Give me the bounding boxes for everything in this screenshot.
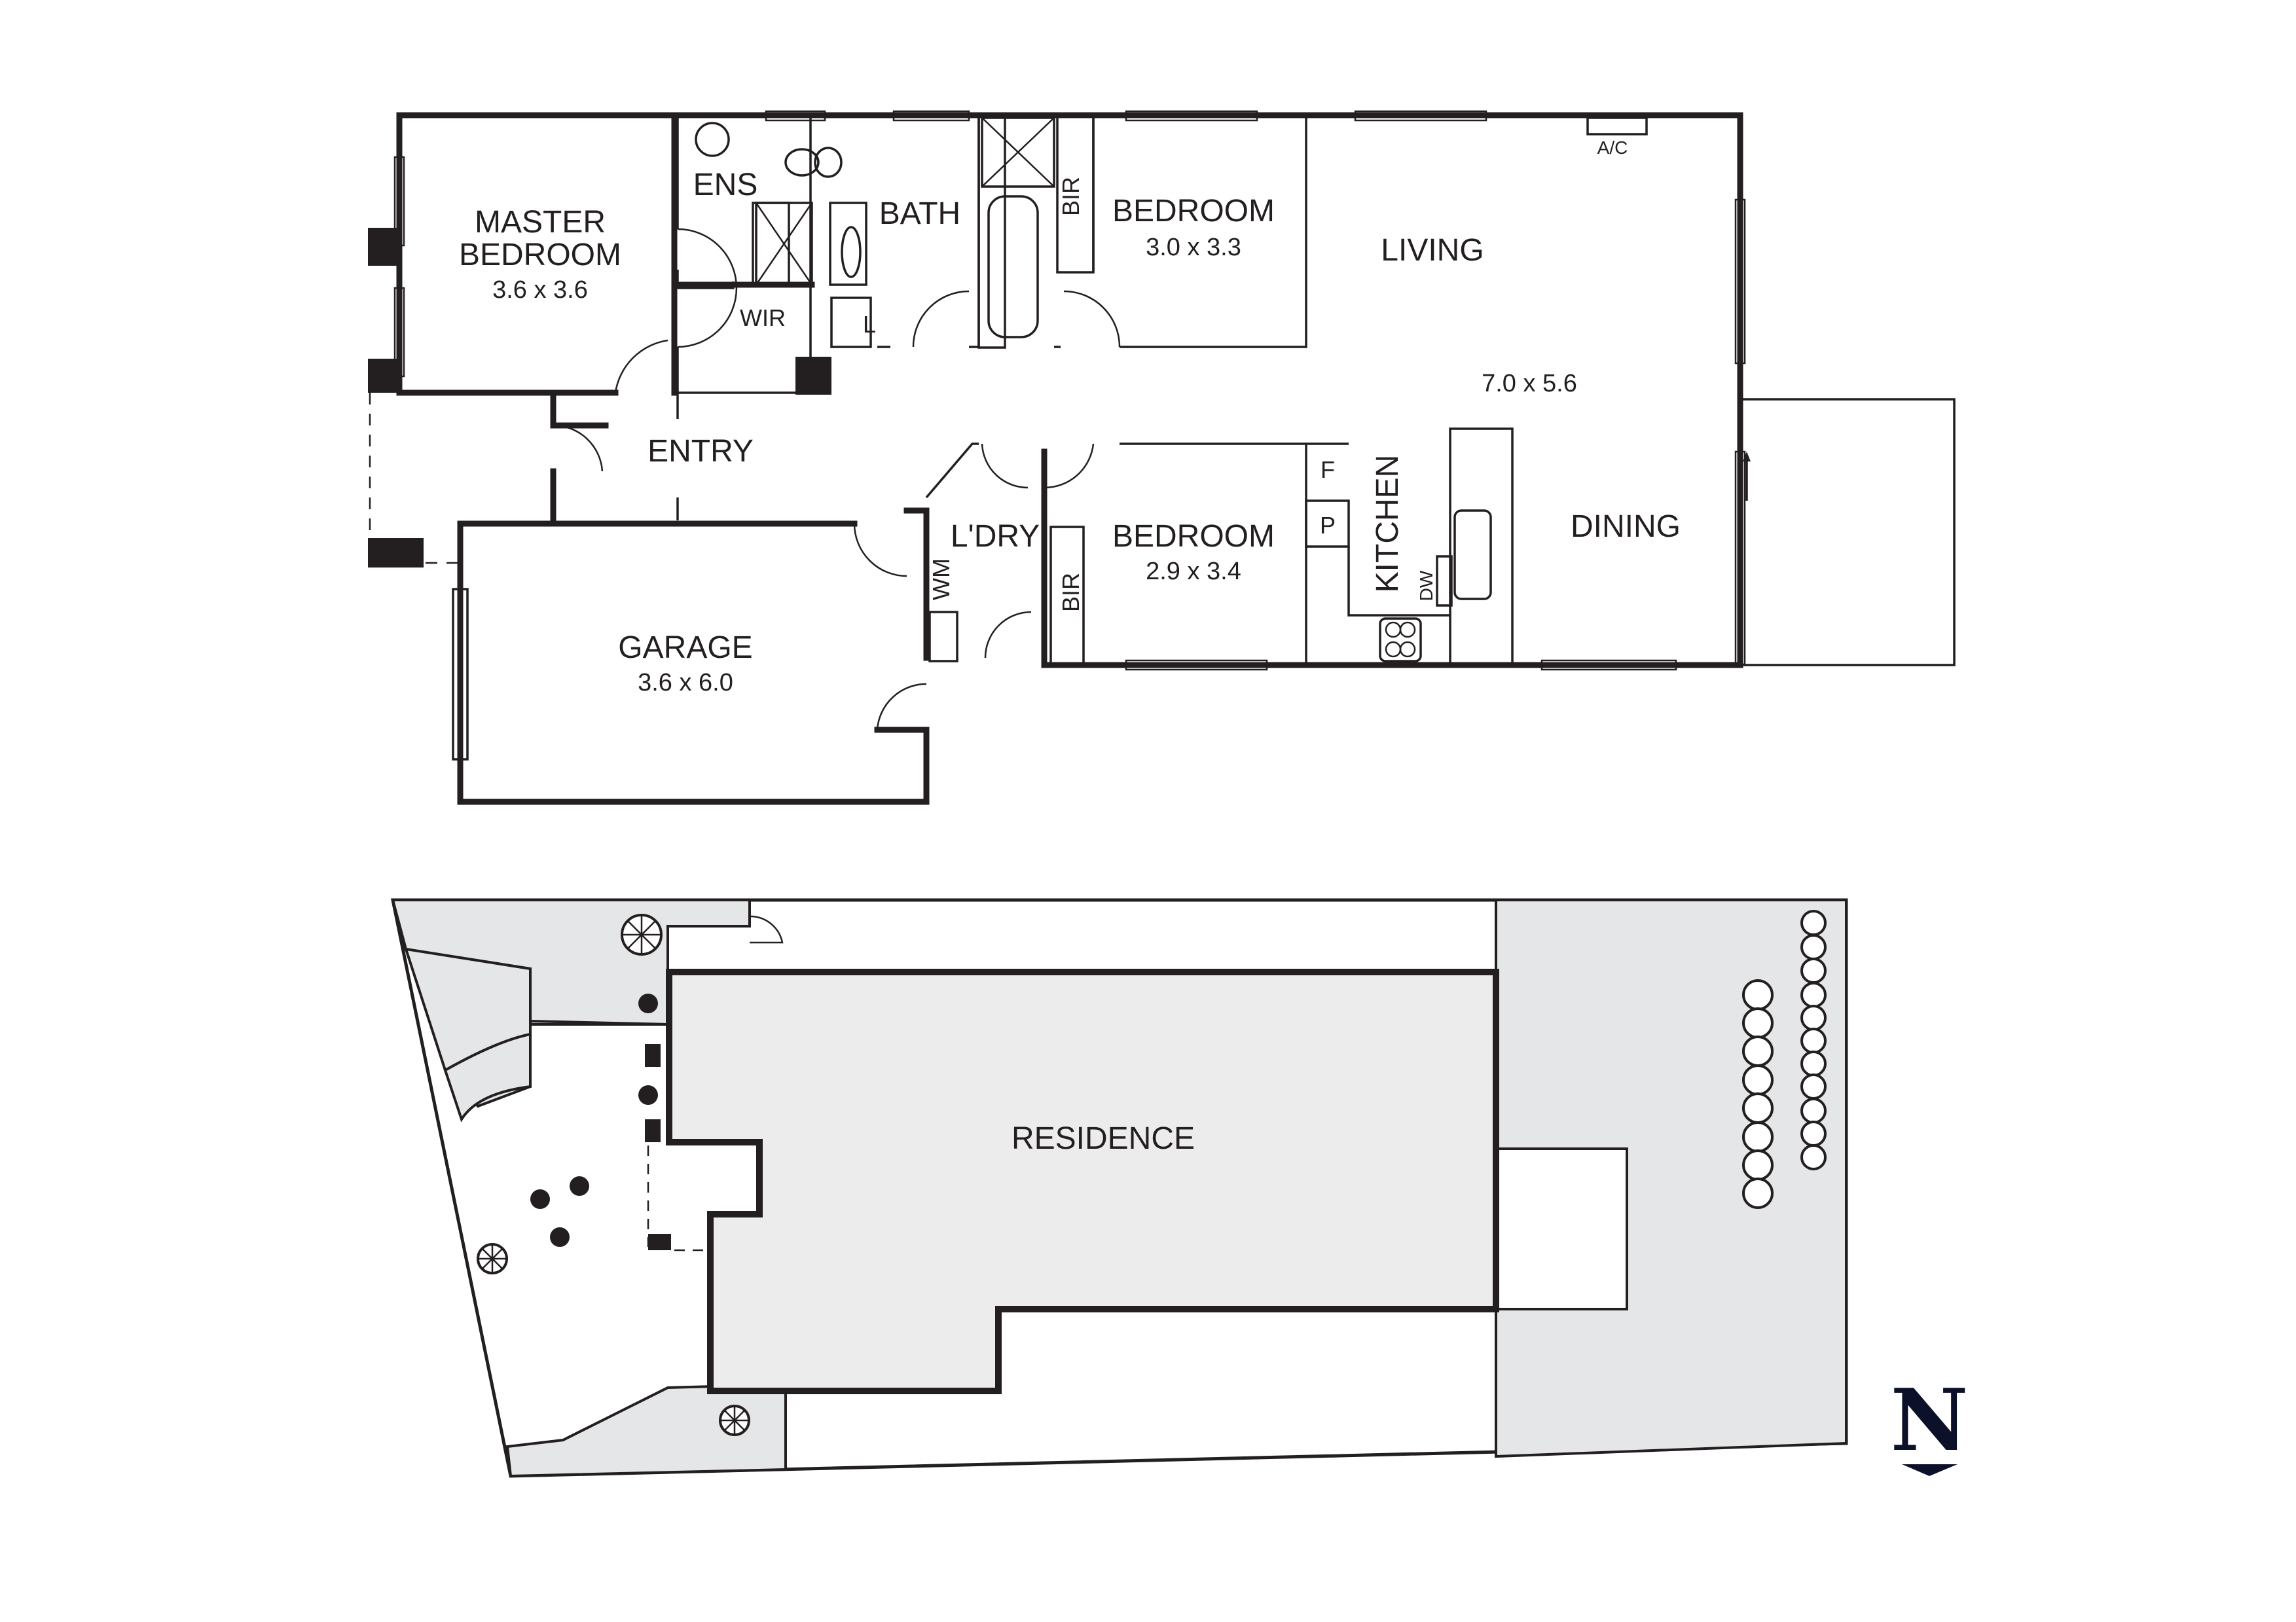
label-living: LIVING — [1381, 233, 1484, 268]
floor-plan: MASTER BEDROOM 3.6 x 3.6 ENS BATH WIR L … — [368, 110, 1956, 805]
site-plan: RESIDENCE — [390, 898, 1848, 1478]
label-bir-2: BIR — [1057, 573, 1084, 612]
label-bir-1: BIR — [1057, 177, 1084, 216]
label-dining: DINING — [1571, 509, 1681, 544]
dim-garage: 3.6 x 6.0 — [638, 669, 733, 696]
label-wm: WM — [928, 558, 955, 600]
north-compass: N — [1891, 1370, 1969, 1476]
dim-master-bedroom: 3.6 x 3.6 — [492, 276, 588, 304]
label-master-bedroom-2: BEDROOM — [459, 238, 621, 272]
label-master-bedroom-1: MASTER — [475, 205, 606, 240]
label-ac: A/C — [1597, 137, 1628, 158]
east-tree-row — [1742, 910, 1827, 1209]
label-wir: WIR — [740, 304, 786, 331]
label-ensuite: ENS — [693, 168, 758, 202]
label-linen: L — [863, 311, 876, 338]
residence-footprint — [666, 969, 1499, 1394]
label-bath: BATH — [879, 196, 960, 231]
label-garage: GARAGE — [618, 630, 752, 665]
label-bedroom-3: BEDROOM — [1112, 519, 1275, 554]
tree-icon — [570, 1176, 589, 1196]
tree-icon — [719, 1405, 750, 1436]
tree-icon — [638, 994, 658, 1013]
label-bedroom-2: BEDROOM — [1112, 194, 1275, 228]
trees — [477, 914, 750, 1436]
room-labels: MASTER BEDROOM 3.6 x 3.6 ENS BATH WIR L … — [459, 137, 1681, 696]
door-swings — [553, 228, 1121, 730]
piers — [368, 228, 831, 568]
tree-icon — [477, 1243, 508, 1274]
label-kitchen: KITCHEN — [1370, 455, 1405, 593]
label-entry: ENTRY — [647, 434, 754, 469]
compass-arrow-icon — [1902, 1464, 1958, 1476]
label-fridge: F — [1321, 456, 1335, 483]
label-laundry: L'DRY — [951, 519, 1040, 554]
tree-icon — [550, 1227, 570, 1247]
label-pantry: P — [1320, 512, 1336, 539]
dim-bedroom-2: 3.0 x 3.3 — [1146, 234, 1241, 261]
tree-icon — [638, 1085, 658, 1105]
label-dishwasher: DW — [1416, 570, 1436, 601]
tree-icon — [530, 1189, 550, 1209]
dim-living-dining: 7.0 x 5.6 — [1482, 370, 1577, 397]
dim-bedroom-3: 2.9 x 3.4 — [1146, 558, 1241, 585]
label-residence: RESIDENCE — [1011, 1121, 1195, 1156]
tree-icon — [621, 914, 663, 956]
compass-label: N — [1891, 1370, 1969, 1470]
interior-walls — [674, 114, 1956, 666]
